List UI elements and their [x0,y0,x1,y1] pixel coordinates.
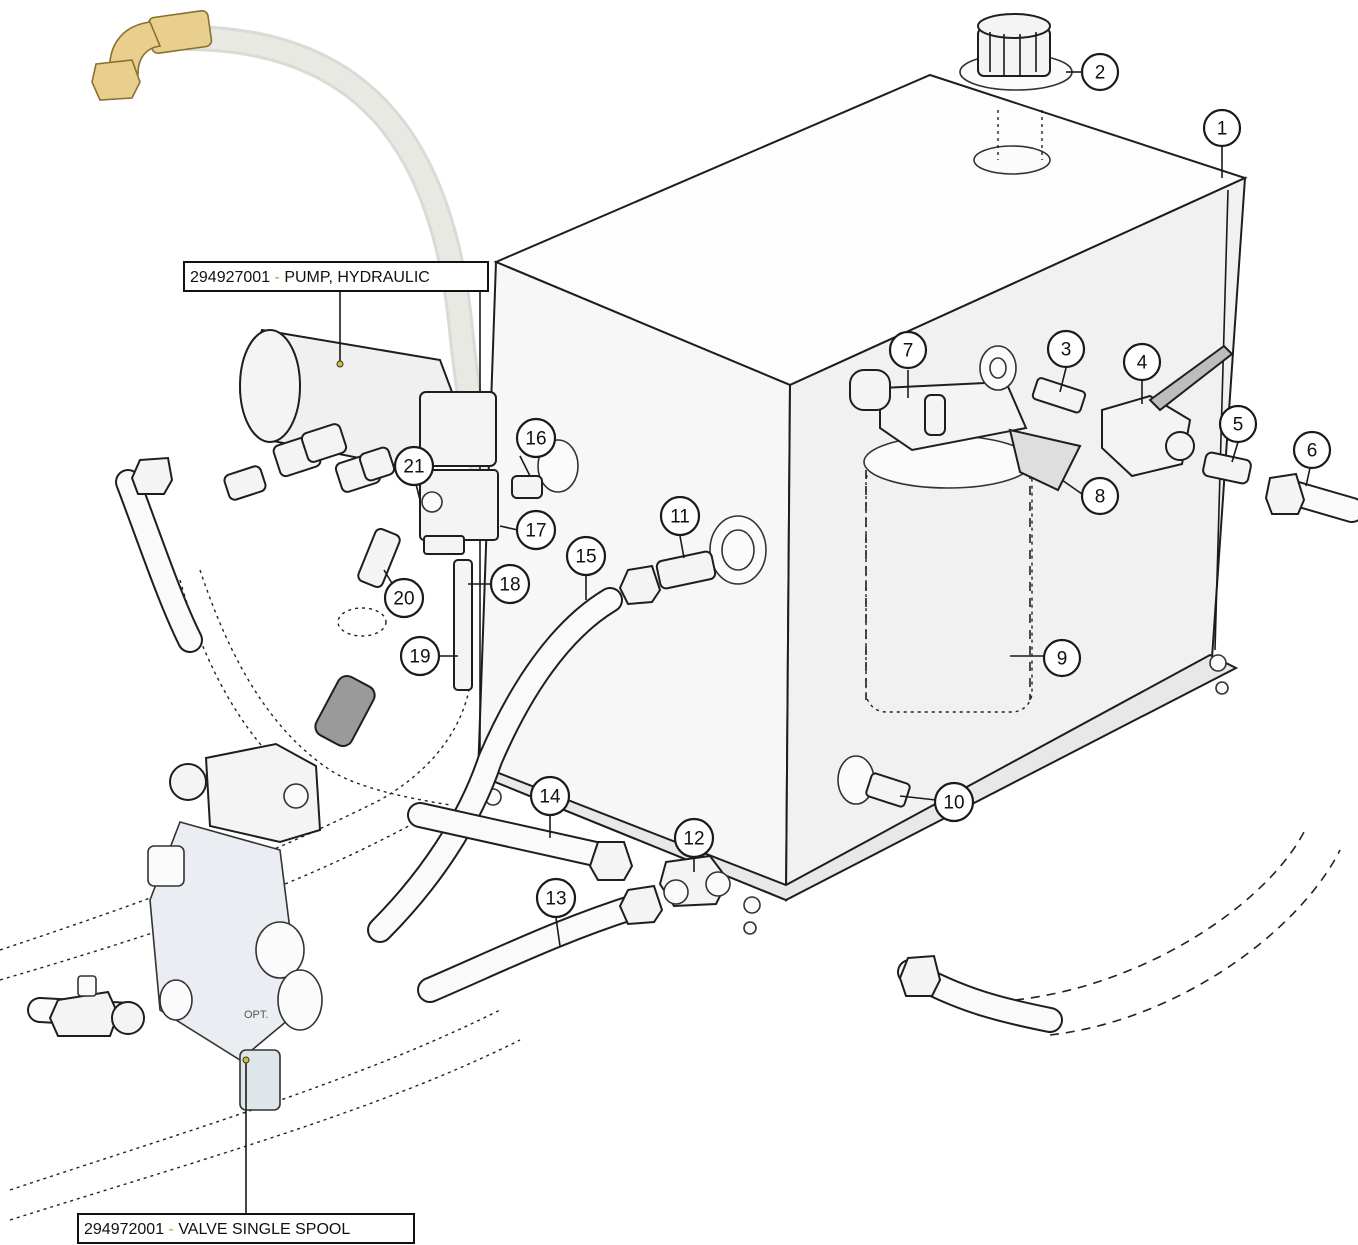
svg-text:10: 10 [943,793,964,814]
callout-20: 20 [383,577,425,619]
svg-text:12: 12 [683,829,704,850]
callout-17: 17 [515,509,557,551]
hydraulic-tank [476,73,1248,935]
single-spool-valve: OPT. [48,742,323,1111]
svg-text:19: 19 [409,647,430,668]
svg-text:5: 5 [1233,415,1244,436]
svg-text:294927001 - PUMP, HYDRAULIC: 294927001 - PUMP, HYDRAULIC [190,269,430,286]
callout-13: 13 [535,877,577,919]
valve-label-separator: - [164,1221,178,1238]
callout-21: 21 [393,445,435,487]
valve-description: VALVE SINGLE SPOOL [178,1221,350,1238]
svg-text:1: 1 [1217,119,1228,140]
filler-breather-cap [959,13,1073,91]
pump-part-number: 294927001 [190,269,270,286]
tank-fittings [655,344,1358,908]
callout-5: 5 [1218,404,1258,444]
return-filter-assembly [849,369,1082,713]
svg-text:9: 9 [1057,649,1068,670]
callout-6: 6 [1292,430,1332,470]
callout-2: 2 [1080,52,1120,92]
callout-14: 14 [529,775,571,817]
callout-3: 3 [1046,329,1086,369]
callout-9: 9 [1042,638,1082,678]
callout-16: 16 [515,417,557,459]
svg-text:21: 21 [403,457,424,478]
callout-19: 19 [399,635,441,677]
callout-11: 11 [659,495,701,537]
svg-text:294972001 - VALVE SINGLE SPOOL: 294972001 - VALVE SINGLE SPOOL [84,1221,350,1238]
phantom-hoses [0,569,1341,1221]
callout-12: 12 [673,817,715,859]
callout-15: 15 [565,535,607,577]
pump-label: 294927001 - PUMP, HYDRAULIC [183,261,489,368]
callout-7: 7 [888,330,928,370]
svg-text:3: 3 [1061,340,1072,361]
callout-1: 1 [1202,108,1242,148]
svg-text:8: 8 [1095,487,1106,508]
svg-text:2: 2 [1095,63,1106,84]
callout-10: 10 [933,781,975,823]
valve-label: 294972001 - VALVE SINGLE SPOOL [77,1056,415,1244]
svg-text:14: 14 [539,787,561,808]
callout-leaders [383,71,1311,947]
svg-text:11: 11 [670,507,690,528]
hydraulic-pump [223,328,579,691]
svg-text:18: 18 [499,575,520,596]
callout-8: 8 [1080,476,1120,516]
valve-part-number: 294972001 [84,1221,164,1238]
svg-text:15: 15 [575,547,596,568]
svg-text:6: 6 [1307,441,1318,462]
callout-4: 4 [1122,342,1162,382]
valve-marking: OPT. [244,1009,268,1021]
pump-description: PUMP, HYDRAULIC [284,269,430,286]
svg-text:17: 17 [525,521,546,542]
svg-text:7: 7 [903,341,914,362]
pump-label-separator: - [270,269,284,286]
svg-text:4: 4 [1137,353,1148,374]
svg-text:16: 16 [525,429,546,450]
svg-text:20: 20 [393,589,414,610]
callout-18: 18 [489,563,531,605]
svg-text:13: 13 [545,889,566,910]
